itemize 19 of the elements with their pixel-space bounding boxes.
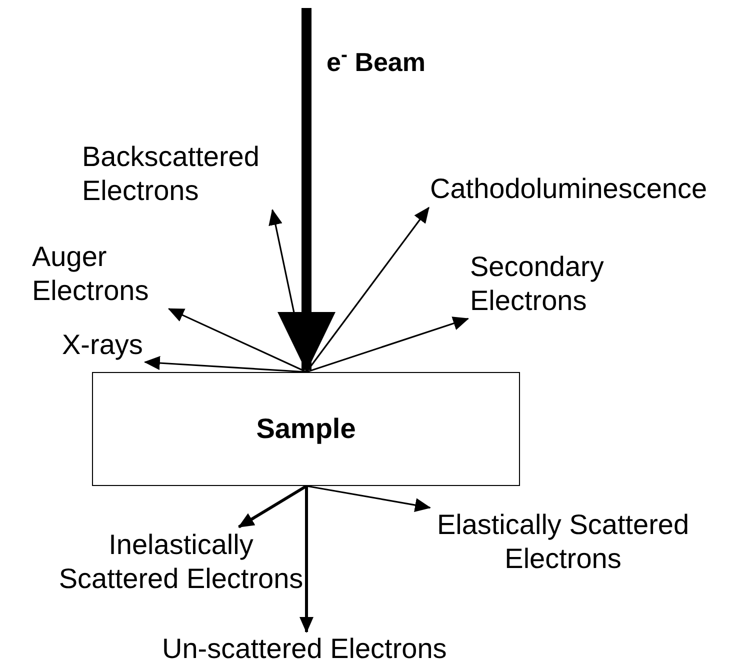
arrow: [144, 356, 307, 373]
arrow: [168, 308, 307, 373]
emission-label: X-rays: [62, 328, 143, 362]
emission-label: Un-scattered Electrons: [162, 634, 447, 664]
arrow: [306, 316, 470, 373]
emission-label: Secondary Electrons: [470, 250, 620, 318]
beam-label: e$^{-}$ Beam: [326, 46, 426, 78]
sample-box: Sample: [92, 372, 520, 486]
beam-arrow: [278, 8, 336, 372]
arrow: [306, 206, 430, 372]
arrow: [238, 484, 308, 528]
emission-label: Cathodoluminescence: [430, 172, 708, 206]
arrow: [306, 485, 432, 512]
emission-label: Inelastically Scattered Electrons: [50, 528, 312, 596]
emission-label: Backscattered Electrons: [82, 140, 272, 208]
arrow: [300, 486, 314, 633]
emission-label: Elastically Scattered Electrons: [432, 508, 694, 576]
arrow: [268, 208, 308, 372]
emission-label: Auger Electrons: [32, 240, 167, 308]
